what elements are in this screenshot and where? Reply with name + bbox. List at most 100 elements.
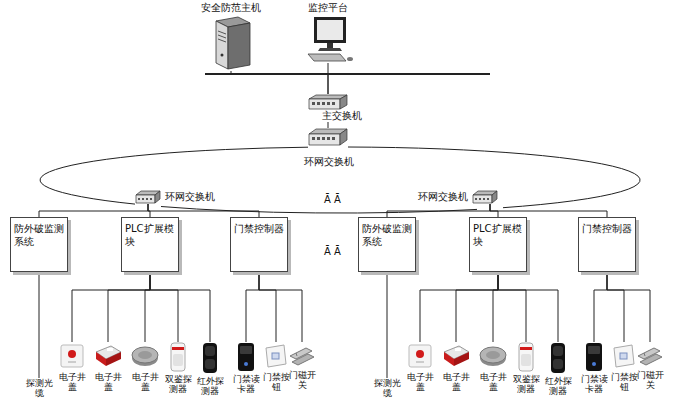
well2-icon bbox=[441, 342, 471, 370]
controller-box: 门禁控制器 bbox=[230, 217, 288, 272]
connector-line bbox=[387, 272, 388, 378]
node-label: 双鉴探测器 bbox=[511, 374, 541, 395]
connector-line bbox=[498, 272, 558, 342]
well2-icon bbox=[93, 342, 123, 370]
switchMid-icon bbox=[308, 128, 348, 146]
device-node: 电子井盖 bbox=[441, 342, 471, 393]
device-node: 探测光缆 bbox=[24, 378, 54, 399]
node-label: 探测光缆 bbox=[372, 378, 402, 399]
connector-line bbox=[259, 272, 276, 342]
device-node: 门磁开关 bbox=[287, 342, 317, 391]
dual-icon bbox=[169, 342, 187, 372]
device-node: 探测光缆 bbox=[372, 378, 402, 399]
node-label: 环网交换机 bbox=[165, 190, 215, 204]
switch-node: 环网交换机 bbox=[300, 128, 360, 168]
connector-line bbox=[231, 71, 328, 94]
connector-line bbox=[420, 272, 498, 342]
node-label: 电子井盖 bbox=[57, 372, 87, 393]
connector-line bbox=[150, 272, 178, 342]
connector-line bbox=[607, 272, 650, 342]
connector-line bbox=[490, 204, 607, 217]
switch-node: 主交换机 bbox=[308, 94, 372, 122]
node-label: PLC扩展模块 bbox=[473, 222, 523, 248]
connector-line bbox=[493, 272, 498, 342]
device-node: 门禁读卡器 bbox=[231, 342, 261, 395]
magnet-icon bbox=[288, 342, 316, 368]
reader-icon bbox=[584, 342, 604, 372]
connector-line bbox=[328, 63, 329, 94]
node-label: 门禁读卡器 bbox=[579, 374, 609, 395]
node-label: 门禁控制器 bbox=[234, 222, 284, 235]
monitor-icon bbox=[300, 15, 356, 63]
well3-icon bbox=[131, 342, 159, 370]
button-icon bbox=[264, 342, 288, 370]
node-label: 门磁开关 bbox=[287, 370, 317, 391]
node-label: 电子井盖 bbox=[130, 372, 160, 393]
node-label: 门禁读卡器 bbox=[231, 374, 261, 395]
server-icon bbox=[208, 15, 254, 71]
connector-line bbox=[161, 207, 477, 214]
node-label: 环网交换机 bbox=[418, 190, 468, 204]
device-node: 电子井盖 bbox=[405, 342, 435, 393]
equipment-node: 监控平台 bbox=[298, 2, 358, 63]
connector-line bbox=[72, 272, 150, 342]
ir-icon bbox=[550, 342, 566, 374]
node-label: 电子井盖 bbox=[478, 372, 508, 393]
node-label: 环网交换机 bbox=[304, 156, 360, 168]
node-label: 门磁开关 bbox=[635, 370, 665, 391]
well1-icon bbox=[59, 342, 85, 370]
well3-icon bbox=[479, 342, 507, 370]
device-node: 电子井盖 bbox=[57, 342, 87, 393]
equipment-node: 安全防范主机 bbox=[193, 2, 269, 71]
node-label: 防外破监测系统 bbox=[14, 222, 64, 248]
node-label: PLC扩展模块 bbox=[125, 222, 175, 248]
device-node: 门禁按钮 bbox=[609, 342, 639, 393]
node-label: 门禁控制器 bbox=[582, 222, 632, 235]
controller-box: 门禁控制器 bbox=[578, 217, 636, 272]
connector-line bbox=[150, 272, 210, 342]
device-node: 电子井盖 bbox=[93, 342, 123, 393]
controller-box: 防外破监测系统 bbox=[10, 217, 68, 272]
connector-line bbox=[145, 272, 150, 342]
connector-line bbox=[39, 204, 148, 217]
switchSmall-icon bbox=[472, 190, 498, 204]
connector-line bbox=[259, 272, 302, 342]
node-label: 电子井盖 bbox=[441, 372, 471, 393]
node-label: 红外探测器 bbox=[543, 376, 573, 397]
ir-icon bbox=[202, 342, 218, 374]
switchSmall-icon bbox=[135, 190, 161, 204]
node-label: 双鉴探测器 bbox=[163, 374, 193, 395]
node-label: 主交换机 bbox=[322, 110, 372, 122]
well1-icon bbox=[407, 342, 433, 370]
switch-node: 环网交换机 bbox=[135, 190, 219, 204]
node-label: 红外探测器 bbox=[195, 376, 225, 397]
node-label: 探测光缆 bbox=[24, 378, 54, 399]
device-node: 门禁按钮 bbox=[261, 342, 291, 393]
device-node: 红外探测器 bbox=[195, 342, 225, 397]
reader-icon bbox=[236, 342, 256, 372]
connector-line bbox=[348, 147, 640, 208]
node-label: 电子井盖 bbox=[405, 372, 435, 393]
connector-line bbox=[456, 272, 498, 342]
node-label: 监控平台 bbox=[298, 2, 358, 14]
switchBig-icon bbox=[308, 94, 348, 110]
connector-line bbox=[607, 272, 624, 342]
device-node: 门禁读卡器 bbox=[579, 342, 609, 395]
node-label: 门禁按钮 bbox=[609, 372, 639, 393]
node-label: 门禁按钮 bbox=[261, 372, 291, 393]
mark-label: Ā Ā bbox=[322, 246, 343, 258]
mark-label: Ā Ā bbox=[322, 194, 343, 206]
device-node: 电子井盖 bbox=[478, 342, 508, 393]
node-label: 防外破监测系统 bbox=[362, 222, 412, 248]
connector-line bbox=[387, 204, 490, 217]
device-node: 门磁开关 bbox=[635, 342, 665, 391]
connector-line bbox=[148, 204, 259, 217]
switch-node: 环网交换机 bbox=[418, 190, 503, 204]
connector-line bbox=[39, 272, 40, 378]
connector-line bbox=[498, 272, 526, 342]
device-node: 红外探测器 bbox=[543, 342, 573, 397]
connector-line bbox=[328, 122, 329, 128]
button-icon bbox=[612, 342, 636, 370]
controller-box: 防外破监测系统 bbox=[358, 217, 416, 272]
